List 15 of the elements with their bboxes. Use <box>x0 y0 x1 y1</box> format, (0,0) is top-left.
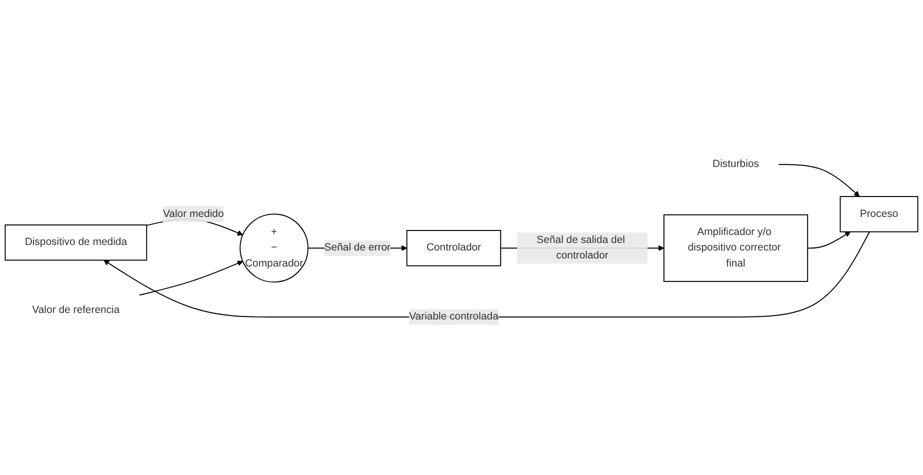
arrow <box>807 232 851 249</box>
node-box: Controlador <box>406 230 502 266</box>
node-text: Valor de referencia <box>32 304 120 316</box>
edge-label: Señal de salida del controlador <box>536 234 625 262</box>
node-box: Dispositivo de medida <box>4 224 148 261</box>
arrow <box>103 231 870 318</box>
edge-label: Variable controlada <box>409 311 498 322</box>
node-text: Disturbios <box>712 158 759 170</box>
node-box: Proceso <box>840 196 918 232</box>
arrow <box>138 260 244 296</box>
node-box: Amplificador y/o dispositivo corrector final <box>663 214 808 282</box>
edge-label: Valor medido <box>162 208 224 220</box>
arrow <box>778 164 860 197</box>
node-circle: + − Comparador <box>240 214 308 283</box>
edge-label: Señal de error <box>324 242 391 254</box>
